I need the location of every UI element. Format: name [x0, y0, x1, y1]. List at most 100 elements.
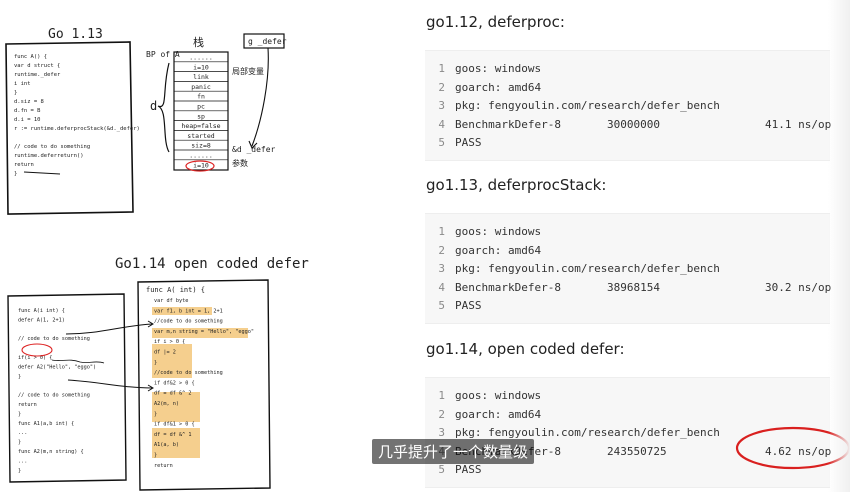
line-number: 2 — [438, 407, 445, 421]
line-number: 3 — [438, 426, 445, 439]
go113-title: Go 1.13 — [48, 27, 103, 42]
sketch-code-line: //code to do something — [154, 319, 223, 325]
iterations: 30000000 — [607, 117, 660, 131]
g-defer-box — [243, 33, 285, 49]
sketch-code-line: } — [18, 468, 21, 474]
line-number: 2 — [438, 80, 445, 94]
sketch-code-line: } — [14, 90, 17, 96]
stack-slot: started — [187, 132, 214, 140]
line-text: goos: windows — [455, 389, 542, 402]
ns-per-op: 4.62 ns/op — [765, 444, 832, 458]
line-text: pkg: fengyoulin.com/research/defer_bench — [455, 426, 720, 439]
sketch-code-line: func A2(m,n string) { — [18, 449, 84, 455]
sketch-code-line: r := runtime.deferprocStack(&d._defer) — [14, 126, 140, 132]
sketch-code-line: A1(a, b) — [154, 442, 179, 448]
sketch-code-line: // code to do something — [18, 393, 90, 399]
sketch-code-line: var d struct { — [14, 63, 60, 69]
go113-code: func A() { var d struct { runtime._defer… — [14, 54, 140, 177]
sketch-code-line: } — [18, 411, 21, 417]
stack-rows: ......i=10linkpanicfnpcspheap=falsestart… — [174, 54, 228, 169]
sketch-code-line: df = df &^ 2 — [154, 391, 191, 397]
stack-slot: link — [193, 73, 209, 81]
line-text: goarch: amd64 — [455, 407, 542, 421]
line-text: PASS — [455, 463, 482, 476]
d-label: d — [150, 99, 157, 113]
sketch-code-line: func A1(a,b int) { — [18, 421, 74, 427]
line-number: 1 — [438, 225, 445, 238]
local-vars-label: 局部变量 — [232, 66, 264, 76]
ns-per-op: 41.1 ns/op — [765, 117, 832, 131]
sketch-code-line: i int — [14, 81, 31, 87]
line-text: goos: windows — [455, 62, 542, 75]
sketch-code-line: d.i = 10 — [14, 117, 41, 123]
line-text: BenchmarkDefer-8 — [455, 117, 561, 131]
line-number: 4 — [438, 280, 445, 294]
sketch-code-line: } — [154, 360, 157, 366]
sketch-code-line: } — [154, 411, 157, 417]
sketch-code-line: if(i > 0) { — [18, 355, 52, 361]
go113-code-box — [5, 41, 134, 215]
sketch-code-line: } — [14, 171, 17, 177]
sketch-code-line: } — [154, 453, 157, 459]
d-defer-label: &d _defer — [232, 145, 276, 154]
line-number: 3 — [438, 262, 445, 275]
sketch-code-line: df |= 2 — [154, 350, 176, 356]
ns-per-op: 30.2 ns/op — [765, 280, 832, 294]
stack-slot: i=10 — [193, 63, 209, 71]
stack-slot: heap=false — [181, 122, 220, 130]
sketch-code-line: // code to do something — [14, 144, 90, 150]
sketch-code-line: var df byte — [154, 298, 188, 304]
param-circle — [185, 160, 215, 172]
stack-slot: sp — [197, 112, 205, 120]
line-text: goarch: amd64 — [455, 80, 542, 94]
go114-source-box — [7, 293, 127, 483]
line-text: goos: windows — [455, 225, 542, 238]
sketch-code-line: } — [18, 440, 21, 446]
go114-compiled-box — [137, 279, 271, 491]
sketch-code-line: return — [18, 402, 37, 408]
sketch-code-line: d.fn = B — [14, 108, 41, 114]
video-subtitle: 几乎提升了一个数量级 — [372, 439, 535, 464]
sketch-code-line: defer A(1, 2+1) — [18, 317, 65, 323]
line-number: 4 — [438, 117, 445, 131]
sketch-code-line: } — [18, 374, 21, 380]
stack-label: 栈 — [193, 35, 204, 49]
sketch-code-line: //code to do something — [154, 370, 223, 376]
sketch-code-line: d.siz = 8 — [14, 99, 44, 105]
stack-slot: siz=8 — [191, 142, 211, 150]
line-number: 2 — [438, 243, 445, 257]
sketch-code-line: if df&2 > 0 { — [154, 380, 195, 386]
edge-fade — [828, 0, 850, 492]
sketch-code-line: if df&1 > 0 { — [154, 422, 195, 428]
line-number: 3 — [438, 99, 445, 112]
sketch-code-line: A2(m, n) — [154, 401, 179, 407]
code-line: 3 pkg: fengyoulin.com/research/defer_benc… — [425, 423, 830, 442]
code-line: 2 goarch: amd64 — [425, 405, 830, 424]
stack-slot: panic — [191, 83, 211, 91]
sketch-code-line: func A() { — [14, 54, 47, 60]
sketch-code-line: runtime.deferreturn() — [14, 153, 84, 159]
sketch-code-line: return — [154, 463, 173, 469]
sketch-code-line: var f1, b int = 1, 2+1 — [154, 308, 223, 314]
sketch-code-line: ... — [18, 458, 27, 464]
sketch-drawing: Go 1.13 func A() { var d struct { runtim… — [5, 27, 309, 491]
sketch-code-line: return — [14, 162, 34, 168]
go114-compiled-code: var df byte var f1, b int = 1, 2+1 //code … — [154, 298, 254, 469]
sketch-code-line: // code to do something — [18, 336, 90, 342]
sketch-code-line: runtime._defer — [14, 72, 61, 78]
section-title-go114: go1.14, open coded defer: — [426, 340, 625, 358]
code-line: 2 goarch: amd64 — [425, 78, 830, 97]
code-line: 4 BenchmarkDefer-8 30000000 41.1 ns/op — [425, 115, 832, 134]
line-number: 5 — [438, 463, 445, 476]
